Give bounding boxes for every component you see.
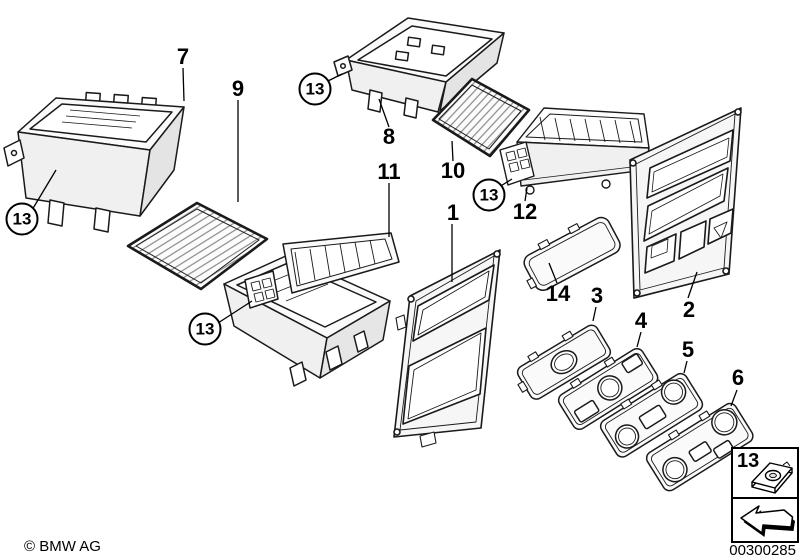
callout-11[interactable]: 11	[377, 159, 401, 184]
part-12-drawing	[499, 107, 650, 195]
part-5-drawing	[599, 372, 704, 458]
part-7-drawing	[3, 91, 185, 233]
callout-13-part11[interactable]: 13	[188, 312, 222, 346]
callout-4[interactable]: 4	[634, 308, 648, 333]
part-10-mat-drawing	[431, 77, 531, 158]
direction-arrow-icon	[740, 505, 795, 537]
callout-8[interactable]: 8	[382, 124, 396, 149]
part-3-drawing	[516, 324, 612, 400]
callout-13-part7[interactable]: 13	[5, 202, 39, 236]
diagram-number: 00300285	[729, 542, 796, 559]
part-11-drawing	[223, 232, 400, 387]
part-1-drawing	[393, 249, 501, 448]
callout-10[interactable]: 10	[440, 158, 466, 183]
callout-14[interactable]: 14	[545, 281, 571, 306]
callout-3[interactable]: 3	[590, 283, 604, 308]
legend-clip-label: 13	[737, 450, 760, 472]
part-4-drawing	[557, 347, 659, 431]
callout-7[interactable]: 7	[176, 44, 190, 69]
part-2-drawing	[629, 107, 742, 299]
legend-box: 13	[731, 447, 799, 543]
legend-divider	[733, 497, 797, 499]
part-9-mat-drawing	[126, 201, 269, 291]
callout-6[interactable]: 6	[731, 365, 745, 390]
callout-1[interactable]: 1	[446, 200, 460, 225]
callout-9[interactable]: 9	[231, 76, 245, 101]
leader-lines	[31, 67, 738, 407]
part-6-drawing	[645, 402, 754, 492]
clip-icon	[751, 461, 793, 494]
copyright-label: © BMW AG	[24, 538, 101, 555]
part-8-drawing	[333, 17, 505, 119]
callout-5[interactable]: 5	[681, 337, 695, 362]
callout-12[interactable]: 12	[512, 199, 538, 224]
callout-13-part8[interactable]: 13	[298, 72, 332, 106]
part-14-drawing	[523, 216, 621, 292]
callout-2[interactable]: 2	[682, 297, 696, 322]
callout-13-part12[interactable]: 13	[472, 178, 506, 212]
